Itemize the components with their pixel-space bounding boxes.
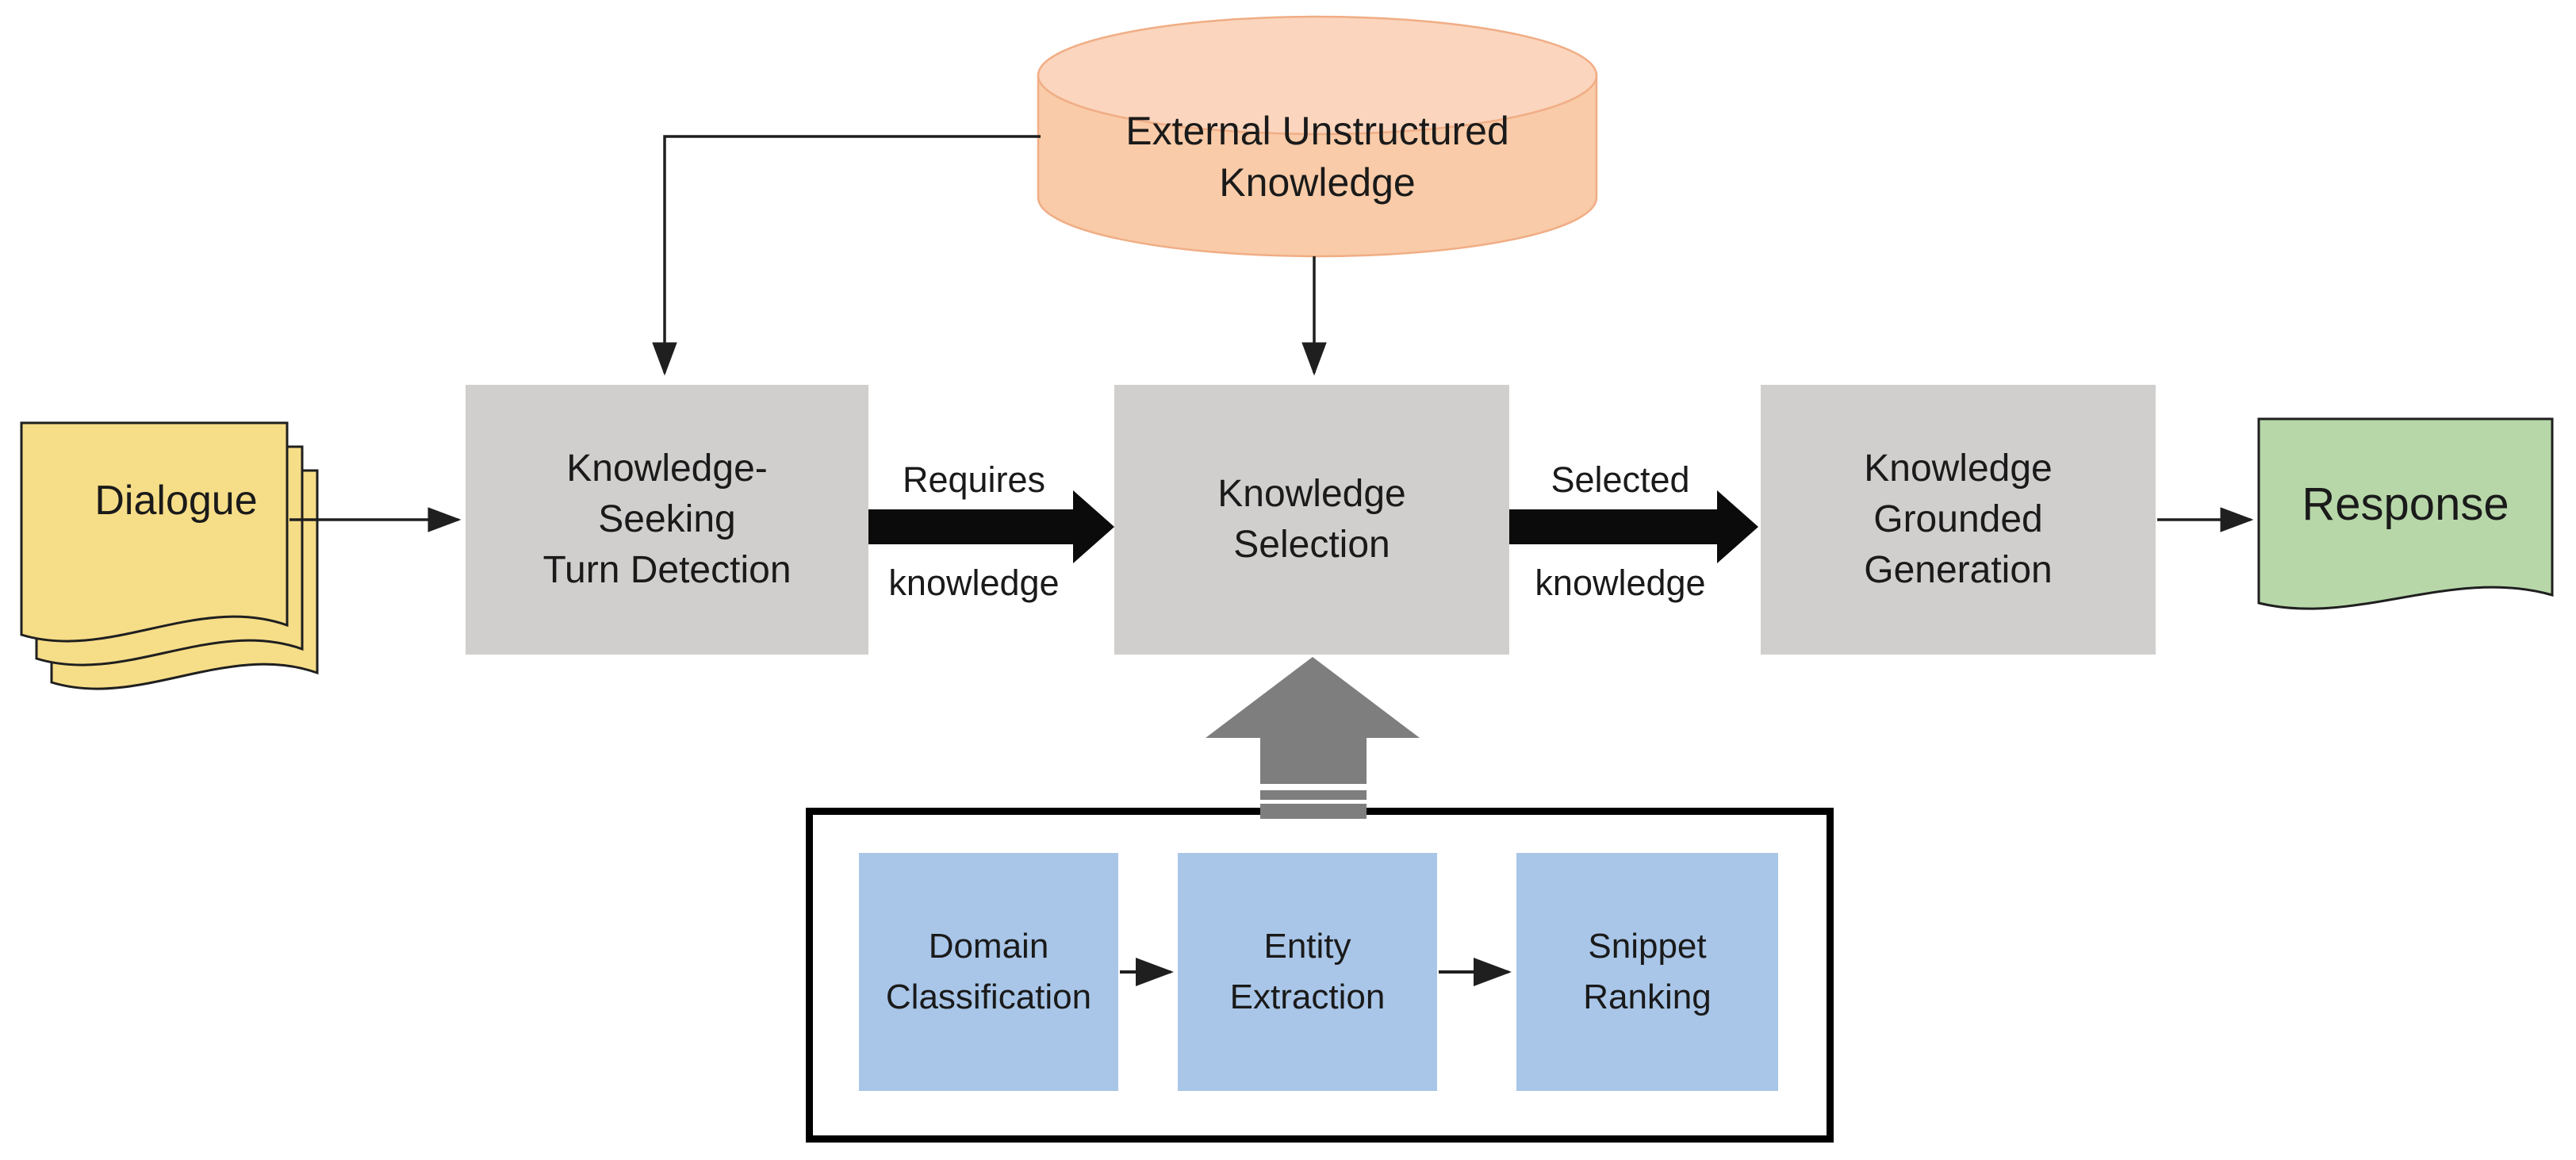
turn-detection-label: Knowledge- Seeking Turn Detection [542,447,792,592]
turn-detection-box: Knowledge- Seeking Turn Detection [466,385,868,655]
arrow-cylinder-to-turn-detection [652,135,1041,376]
external-knowledge-label: External Unstructured Knowledge [1125,109,1509,205]
block-arrow-up-icon [1206,657,1420,784]
generation-label: Knowledge Grounded Generation [1864,447,2053,592]
knowledge-selection-label: Knowledge Selection [1217,472,1406,566]
dialogue-label: Dialogue [94,478,258,524]
entity-extraction-box: Entity Extraction [1178,853,1437,1091]
selected-knowledge-label-bottom: knowledge [1535,563,1706,603]
selected-knowledge-label-top: Selected [1551,459,1690,500]
requires-knowledge-label-bottom: knowledge [888,563,1060,603]
snippet-ranking-label: Snippet Ranking [1583,927,1712,1016]
response-label: Response [2302,478,2509,530]
domain-classification-label: Domain Classification [885,927,1092,1016]
entity-extraction-label: Entity Extraction [1229,927,1386,1016]
domain-classification-box: Domain Classification [859,853,1118,1091]
requires-knowledge-label-top: Requires [902,459,1046,500]
knowledge-selection-box: Knowledge Selection [1114,385,1509,655]
generation-box: Knowledge Grounded Generation [1761,385,2156,655]
snippet-ranking-box: Snippet Ranking [1516,853,1778,1091]
block-arrow-bar-upper [1260,790,1367,800]
